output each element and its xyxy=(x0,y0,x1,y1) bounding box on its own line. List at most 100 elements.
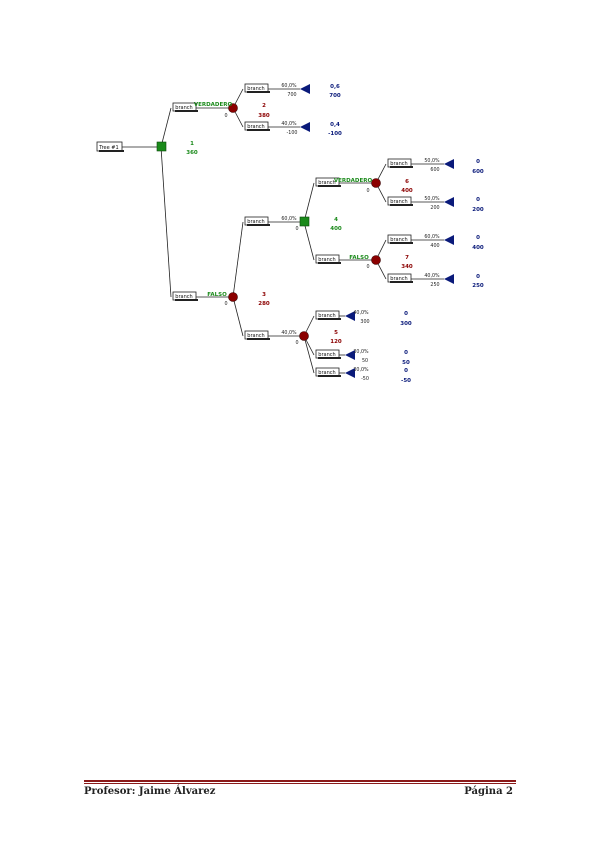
payoff-label: 200 xyxy=(430,205,439,211)
node-6-id: 6 xyxy=(405,179,409,185)
terminal-prob: 0 xyxy=(476,274,480,280)
decision-node-4 xyxy=(299,216,310,227)
terminal-prob: 0 xyxy=(476,197,480,203)
prob-label: 50,0% xyxy=(424,196,440,202)
branch-label: branch xyxy=(175,294,192,300)
branch-box: branch xyxy=(387,158,413,168)
branch-box: branch xyxy=(315,310,341,320)
terminal-prob: 0 xyxy=(476,235,480,241)
branch-box: branch xyxy=(244,216,270,226)
chance-node-2 xyxy=(228,103,238,113)
branch-box: branch xyxy=(315,367,341,377)
node-2-value: 380 xyxy=(258,113,270,119)
payoff-label: 700 xyxy=(287,92,296,98)
branch-box: branch xyxy=(244,83,270,93)
branch-label: branch xyxy=(390,237,407,243)
branch-label: branch xyxy=(318,180,335,186)
branch-box: branch xyxy=(315,254,341,264)
terminal-node-icon xyxy=(444,274,454,284)
prob-label: 50,0% xyxy=(424,158,440,164)
prob-label: 40,0% xyxy=(353,310,369,316)
branch-label: branch xyxy=(390,161,407,167)
prob-label: 60,0% xyxy=(424,234,440,240)
prob-label: 60,0% xyxy=(281,83,297,89)
node-2-zero: 0 xyxy=(224,113,227,119)
prob-label: 30,0% xyxy=(353,349,369,355)
payoff-label: 50 xyxy=(362,358,368,364)
payoff-label: 300 xyxy=(360,319,369,325)
branch-box: branch xyxy=(387,273,413,283)
branch-box: branch xyxy=(244,330,270,340)
branch-label: branch xyxy=(390,199,407,205)
terminal-node-icon xyxy=(345,311,355,321)
footer-rule-thin xyxy=(84,783,516,784)
terminal-prob: 0 xyxy=(404,311,408,317)
node-6-zero: 0 xyxy=(366,188,369,194)
terminal-value: 300 xyxy=(400,321,412,327)
terminal-prob: 0 xyxy=(404,368,408,374)
terminal-node-icon xyxy=(300,122,310,132)
prob-label: 40,0% xyxy=(424,273,440,279)
payoff-label: -50 xyxy=(361,376,369,382)
branch-box: branch xyxy=(172,102,198,112)
payoff-label: -100 xyxy=(287,130,298,136)
terminal-prob: 0 xyxy=(476,159,480,165)
terminal-value: 200 xyxy=(472,207,484,213)
node-4-id: 4 xyxy=(334,217,338,223)
footer-rule xyxy=(84,780,516,782)
terminal-node-icon xyxy=(345,368,355,378)
node-6-value: 400 xyxy=(401,188,413,194)
payoff-label: 400 xyxy=(430,243,439,249)
branch-label: branch xyxy=(247,124,264,130)
node-7-value: 340 xyxy=(401,264,413,270)
branch-box: branch xyxy=(387,234,413,244)
node-4-zero: 0 xyxy=(295,226,298,232)
terminal-prob: 0,6 xyxy=(330,84,340,90)
chance-node-5 xyxy=(299,331,309,341)
payoff-label: 250 xyxy=(430,282,439,288)
terminal-value: 700 xyxy=(329,93,341,99)
node-7-zero: 0 xyxy=(366,264,369,270)
branch-label: branch xyxy=(247,333,264,339)
node-7-id: 7 xyxy=(405,255,409,261)
terminal-value: -100 xyxy=(328,131,342,137)
branch-label: branch xyxy=(318,257,335,263)
terminal-value: 600 xyxy=(472,169,484,175)
node-1-id: 1 xyxy=(190,141,194,147)
terminal-value: -50 xyxy=(401,378,411,384)
node-5-zero: 0 xyxy=(295,340,298,346)
branch-box: branch xyxy=(244,121,270,131)
chance-node-3 xyxy=(228,292,238,302)
branch-label: branch xyxy=(390,276,407,282)
terminal-node-icon xyxy=(300,84,310,94)
prob-label: 40,0% xyxy=(281,121,297,127)
footer-page-number: Página 2 xyxy=(464,786,513,797)
node-2-id: 2 xyxy=(262,103,266,109)
branch-box: branch xyxy=(315,349,341,359)
prob-label: 60,0% xyxy=(281,216,297,222)
branch-box: branch xyxy=(387,196,413,206)
root-label: Tree #1 xyxy=(98,145,118,151)
node-5-id: 5 xyxy=(334,330,338,336)
branch-box: branch xyxy=(315,177,341,187)
terminal-prob: 0,4 xyxy=(330,122,340,128)
prob-label: 30,0% xyxy=(353,367,369,373)
label-verdadero: VERDADERO xyxy=(194,102,233,108)
chance-node-6 xyxy=(371,178,381,188)
node-3-value: 280 xyxy=(258,301,270,307)
label-falso-inner: FALSO xyxy=(349,255,369,261)
terminal-node-icon xyxy=(444,235,454,245)
terminal-node-icon xyxy=(345,350,355,360)
branch-label: branch xyxy=(247,219,264,225)
branch-box: branch xyxy=(172,291,198,301)
node-3-zero: 0 xyxy=(224,301,227,307)
terminal-prob: 0 xyxy=(404,350,408,356)
terminal-value: 400 xyxy=(472,245,484,251)
label-falso: FALSO xyxy=(207,292,227,298)
node-5-value: 120 xyxy=(330,339,342,345)
branch-label: branch xyxy=(175,105,192,111)
terminal-node-icon xyxy=(444,197,454,207)
terminal-value: 50 xyxy=(402,360,410,366)
branch-label: branch xyxy=(318,370,335,376)
prob-label: 40,0% xyxy=(281,330,297,336)
